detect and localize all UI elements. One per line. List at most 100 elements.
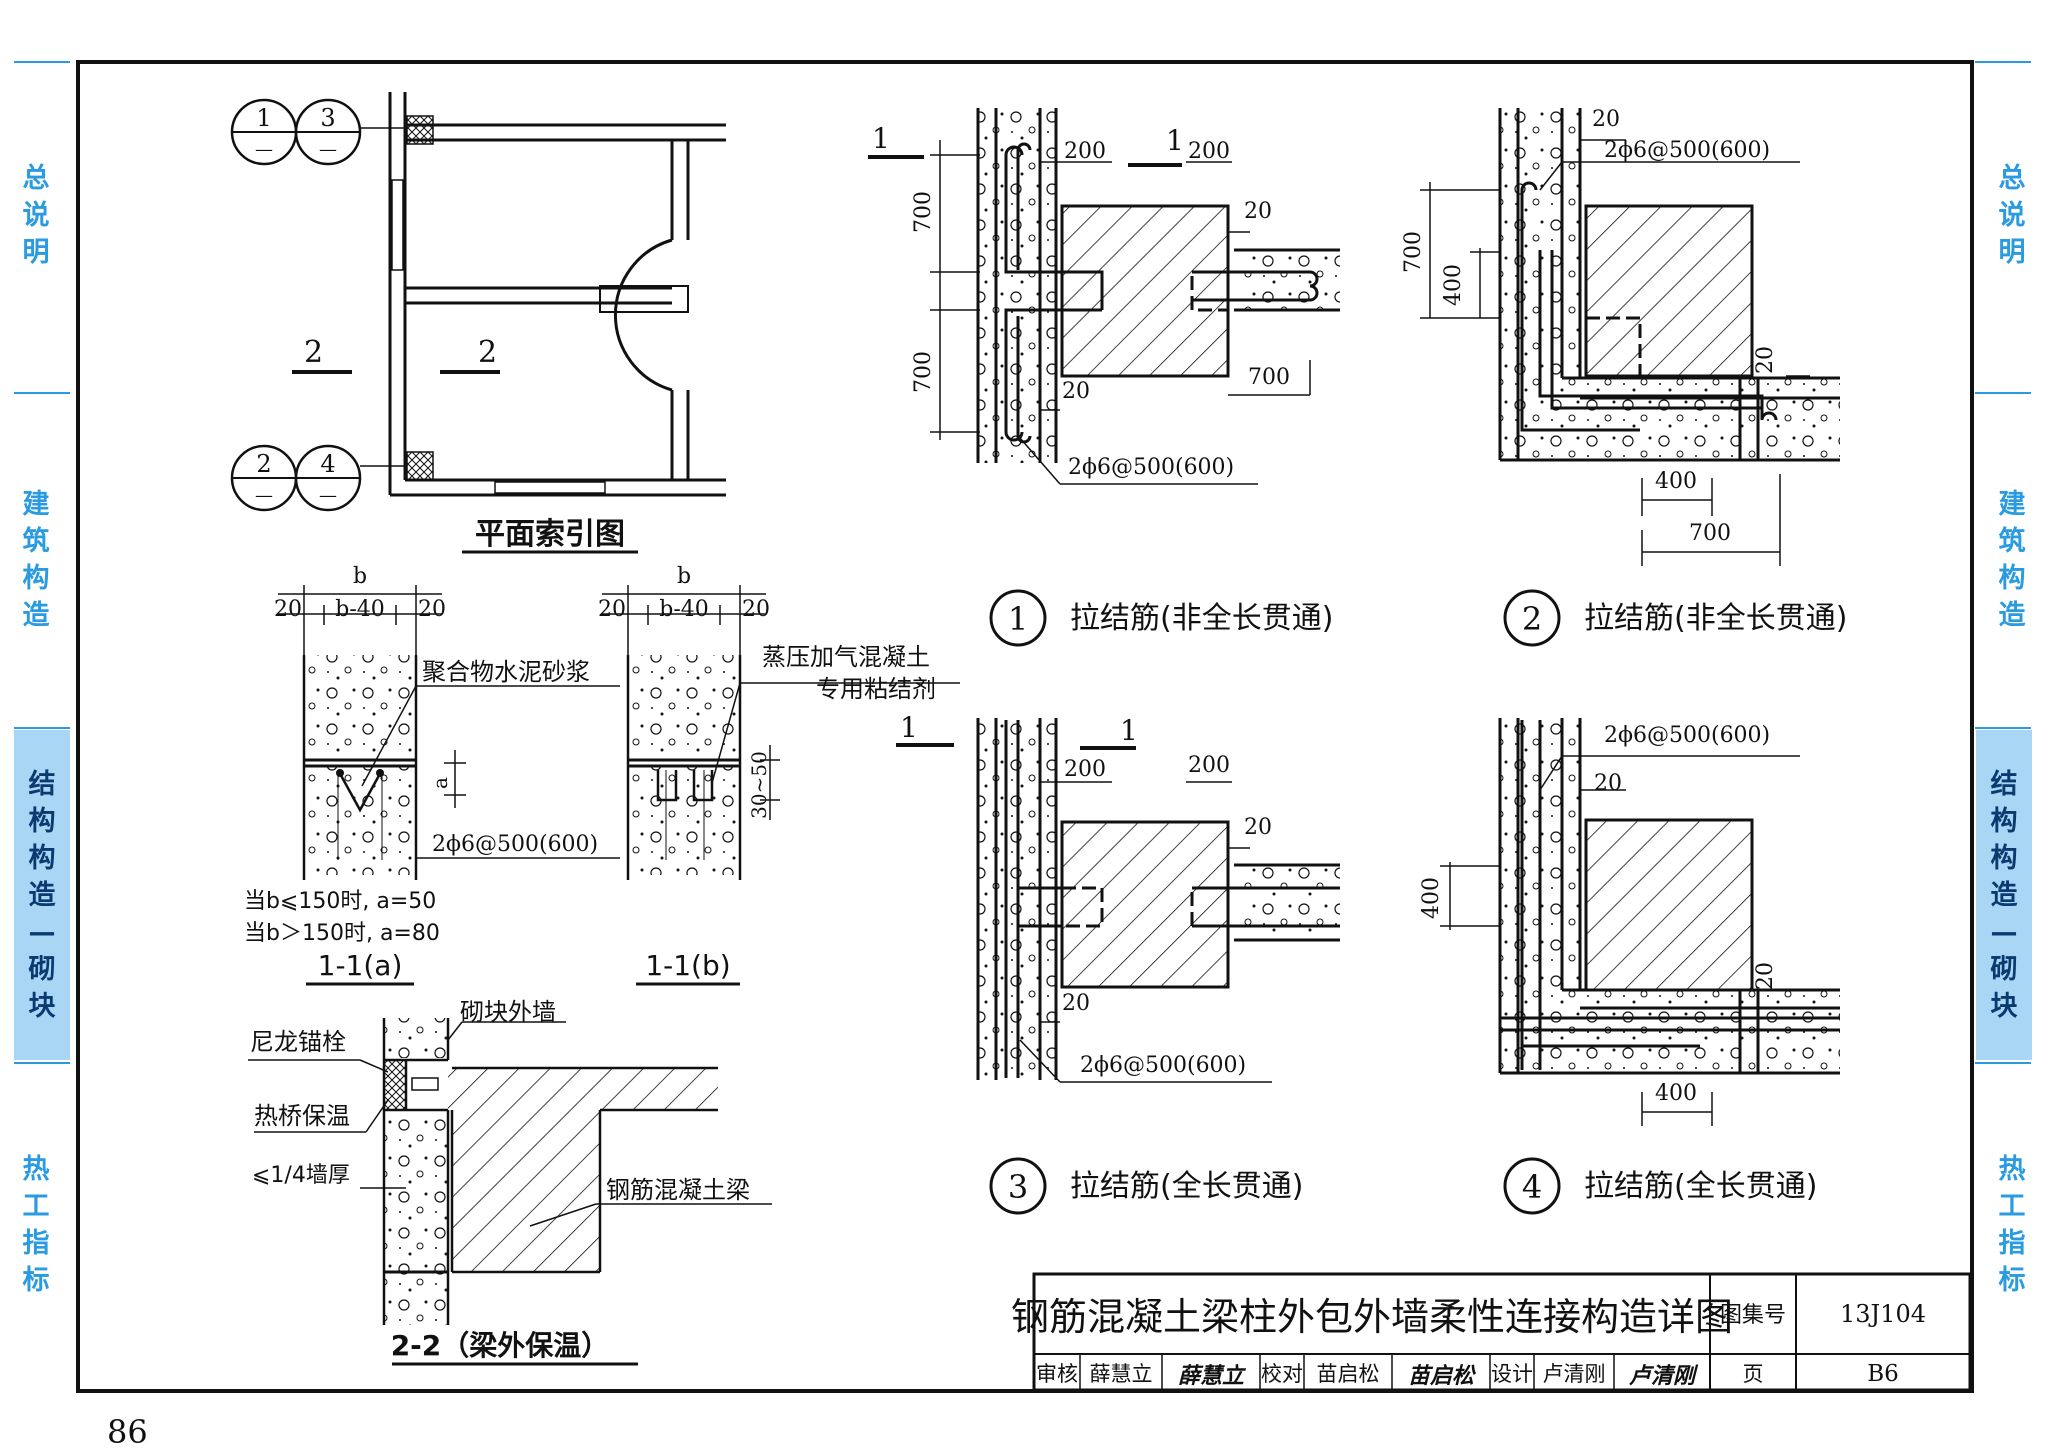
rebar-label: 2ϕ6@500(600) (1604, 723, 1770, 748)
reviewer: 薛慧立 (1090, 1362, 1153, 1386)
side-tab-char: 构 (28, 805, 56, 837)
side-tab-char: 明 (1998, 236, 2026, 268)
dim-20: 20 (1592, 107, 1620, 132)
dim-700: 700 (1689, 521, 1731, 546)
label-mortar: 聚合物水泥砂浆 (422, 658, 590, 686)
side-tab-structure[interactable]: 结构构造—砌块 (14, 730, 70, 1060)
note-1: 当b⩽150时, a=50 (244, 889, 436, 914)
side-tab-char: 结 (1990, 768, 2018, 800)
side-tab-char: 指 (22, 1228, 50, 1259)
dim-b40: b-40 (335, 597, 385, 622)
dim-400: 400 (1655, 1081, 1697, 1106)
ref-1: 1 (256, 104, 271, 132)
detail-4-title: 拉结筋(全长贯通) (1584, 1169, 1817, 1204)
drawing-title: 钢筋混凝土梁柱外包外墙柔性连接构造详图 (1011, 1295, 1733, 1339)
side-tab-thermal-right[interactable]: 热工指标 (1984, 1140, 2040, 1310)
atlas-number: 13J104 (1840, 1300, 1926, 1328)
design-label: 设计 (1491, 1362, 1533, 1386)
side-tab-char: 说 (1998, 199, 2026, 231)
dim-20: 20 (1594, 771, 1622, 796)
label-quarter: ⩽1/4墙厚 (252, 1163, 350, 1188)
side-tab-architecture[interactable]: 建筑构造 (8, 480, 64, 640)
rebar-label: 2ϕ6@500(600) (1080, 1053, 1246, 1078)
label-aac-2: 专用粘结剂 (816, 675, 936, 703)
side-tab-general[interactable]: 总说明 (8, 150, 64, 280)
section-mark: 2 (478, 335, 497, 370)
label-rebar: 2ϕ6@500(600) (432, 832, 598, 857)
dim-b: b (677, 564, 691, 589)
ref-3: 3 (320, 104, 335, 132)
detail-4-num: 4 (1522, 1168, 1542, 1206)
dim-20: 20 (1062, 991, 1090, 1016)
sec-1: 1 (900, 711, 918, 744)
detail-4: 2ϕ6@500(600) 20 400 20 400 (1419, 718, 1840, 1126)
review-label: 审核 (1036, 1362, 1078, 1386)
ref-4: 4 (320, 450, 335, 478)
designer-signature: 卢清刚 (1629, 1364, 1699, 1389)
section-2-2 (382, 1018, 718, 1325)
detail-2: 20 2ϕ6@500(600) 700 400 20 400 700 (1401, 107, 1840, 566)
label-beam: 钢筋混凝土梁 (606, 1176, 750, 1204)
side-tab-char: 块 (1990, 990, 2018, 1022)
note-2: 当b＞150时, a=80 (244, 921, 440, 946)
title-block (1032, 1272, 1972, 1392)
caption-1-1a: 1-1(a) (318, 949, 403, 982)
side-tab-char: 建 (1998, 489, 2026, 520)
side-tab-char: 标 (1998, 1265, 2026, 1296)
side-tab-char: 工 (22, 1191, 50, 1222)
page-number: 86 (107, 1413, 148, 1451)
label-a: a (428, 777, 452, 789)
detail-2-num: 2 (1522, 600, 1542, 638)
side-tab-char: 构 (1990, 842, 2018, 874)
dim-20: 20 (1244, 199, 1272, 224)
detail-3: 1 1 200 200 20 20 2ϕ6@500(600) (896, 711, 1340, 1083)
section-1-1a (302, 655, 418, 880)
side-tab-char: 结 (28, 768, 56, 800)
detail-ref-bubbles: 1 3 2 4 — — — — (230, 98, 362, 512)
ref-2: 2 (256, 450, 271, 478)
column-marker (406, 115, 434, 145)
side-tab-char: 造 (1990, 879, 2018, 911)
dim-b40: b-40 (659, 597, 709, 622)
side-tab-architecture-right[interactable]: 建筑构造 (1984, 480, 2040, 640)
dim-20: 20 (1244, 815, 1272, 840)
plan-index (388, 92, 726, 497)
side-tab-thermal[interactable]: 热工指标 (8, 1140, 64, 1310)
page-number-box: B6 (1867, 1361, 1899, 1387)
side-tab-char: 总 (1998, 162, 2026, 194)
check-label: 校对 (1261, 1362, 1303, 1386)
section-mark: 2 (304, 335, 323, 370)
side-tab-char: 构 (1998, 563, 2026, 594)
column-marker (406, 451, 434, 481)
dim-20: 20 (418, 597, 446, 622)
detail-3-num: 3 (1008, 1168, 1028, 1206)
dim-20: 20 (274, 597, 302, 622)
dim-20: 20 (742, 597, 770, 622)
rebar-label: 2ϕ6@500(600) (1068, 455, 1234, 480)
dim-700: 700 (911, 191, 936, 233)
dim-20: 20 (1062, 379, 1090, 404)
side-tab-char: 筑 (22, 526, 50, 557)
reviewer-signature: 薛慧立 (1178, 1363, 1247, 1389)
plan-title: 平面索引图 (475, 517, 625, 552)
side-tab-char: 明 (22, 236, 50, 268)
rebar-label: 2ϕ6@500(600) (1604, 138, 1770, 163)
drawing-frame (76, 60, 1974, 1393)
dim-200: 200 (1064, 139, 1106, 164)
label-insulation: 热桥保温 (254, 1102, 350, 1130)
side-tab-char: 总 (22, 162, 50, 194)
side-tab-structure-right[interactable]: 结构构造—砌块 (1976, 730, 2032, 1060)
checker-signature: 苗启松 (1408, 1364, 1477, 1389)
detail-2-title: 拉结筋(非全长贯通) (1584, 601, 1847, 636)
side-tab-char: 建 (22, 489, 50, 520)
dim-20: 20 (1753, 962, 1778, 990)
section-cut-2: 2 2 (292, 335, 500, 374)
label-wall: 砌块外墙 (460, 998, 556, 1026)
side-tab-char: 造 (28, 879, 56, 911)
side-tab-char: 造 (22, 600, 50, 631)
side-tab-general-right[interactable]: 总说明 (1984, 150, 2040, 280)
side-tab-char: — (1990, 916, 2018, 948)
dim-400: 400 (1419, 877, 1444, 919)
dim-b: b (353, 564, 367, 589)
